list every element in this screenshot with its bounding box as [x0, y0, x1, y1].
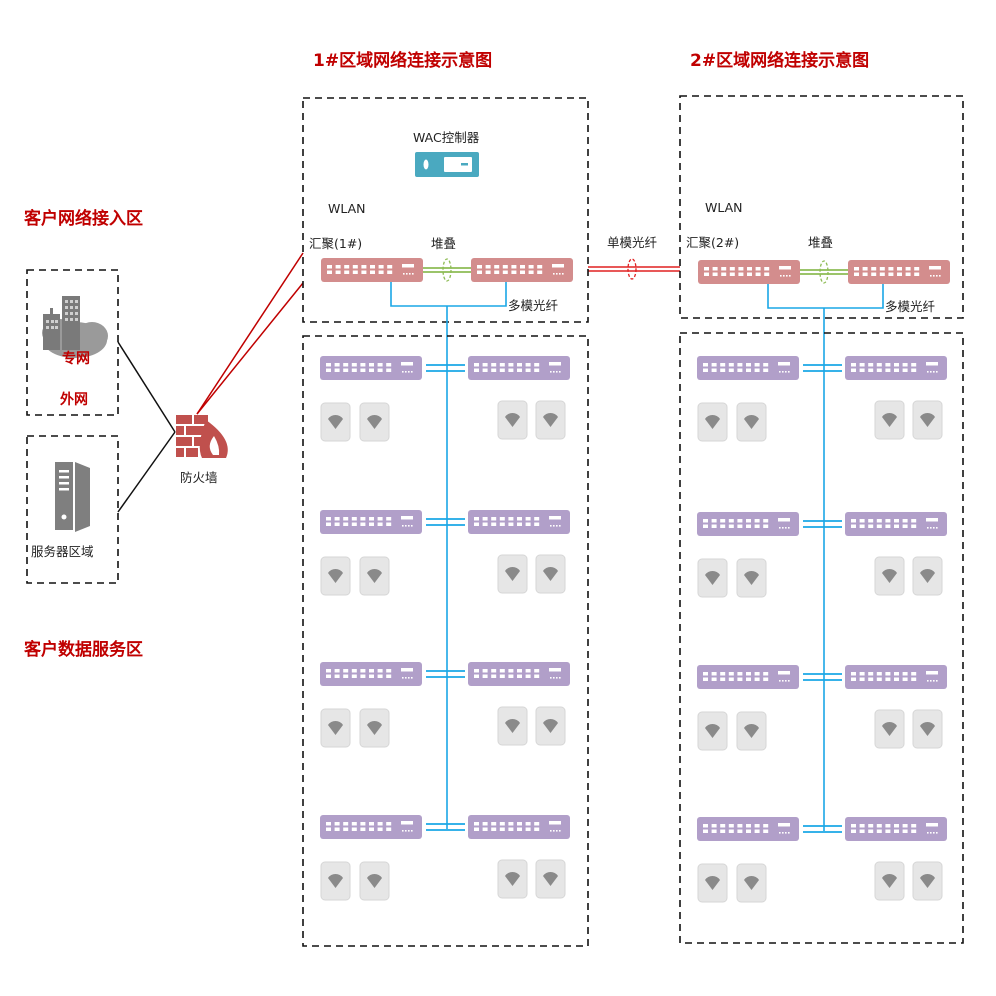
- zone-1-floor-4-uplink: [426, 823, 465, 831]
- zone-1-floor-4-ap-1: [320, 861, 351, 901]
- zone-2-floor-4-uplink: [803, 825, 842, 833]
- zone-1-floor-1-access-switch-1: [320, 356, 422, 380]
- server-icon: [55, 462, 90, 532]
- zone-2-floor-1-ap-4: [912, 400, 943, 440]
- building-cloud-icon: [42, 296, 108, 358]
- zone-2-floor-4-access-switch-2: [845, 817, 947, 841]
- zone-2-floor-3-ap-1: [697, 711, 728, 751]
- zone-1-core-label: 汇聚(1#): [309, 236, 362, 251]
- zone-1-wac-controller-icon: [415, 152, 479, 177]
- zone-2-floor-2-access-switch-2: [845, 512, 947, 536]
- zone-1-floor-2-ap-2: [359, 556, 390, 596]
- zone-2-core-label: 汇聚(2#): [686, 235, 739, 250]
- data-zone-title: 客户数据服务区: [23, 639, 143, 660]
- zone-2-floor-3-uplink: [803, 673, 842, 681]
- zone-2-floor-2-ap-1: [697, 558, 728, 598]
- zone-2-floor-3-access-switch-2: [845, 665, 947, 689]
- zone-2-stack-label: 堆叠: [808, 235, 833, 250]
- zone-1-floor-1-ap-3: [497, 400, 528, 440]
- external-network-box: [26, 269, 119, 416]
- firewall-icon: [176, 415, 228, 458]
- firewall-uplink-1: [196, 252, 304, 415]
- zone-2-floor-2-ap-3: [874, 556, 905, 596]
- zone-1-stack-label: 堆叠: [431, 236, 456, 251]
- zone-2-floor-3-ap-4: [912, 709, 943, 749]
- zone-1-multimode-fiber: [390, 282, 507, 829]
- zone-1-floor-2-access-switch-1: [320, 510, 422, 534]
- zone-1-floor-2-ap-1: [320, 556, 351, 596]
- firewall-uplink-2: [196, 282, 304, 415]
- access-zone-title: 客户网络接入区: [23, 208, 143, 229]
- zone-2-multimode-fiber: [767, 284, 884, 831]
- server-to-firewall-link: [117, 431, 176, 513]
- zone-2-core-switch-2: [848, 260, 950, 284]
- zone-1-floor-4-ap-4: [535, 859, 566, 899]
- zone-1-floor-1-access-switch-2: [468, 356, 570, 380]
- zone-1-floor-2-ap-3: [497, 554, 528, 594]
- zone-1-wac-label: WAC控制器: [413, 130, 480, 145]
- zone-1-floor-1-ap-2: [359, 402, 390, 442]
- zone-2-access-box: [679, 332, 964, 944]
- zone-1-floor-2-ap-4: [535, 554, 566, 594]
- zone-2-floor-2-access-switch-1: [697, 512, 799, 536]
- singlemode-fiber-label: 单模光纤: [607, 235, 658, 250]
- zone-1-floor-3-ap-4: [535, 706, 566, 746]
- zone-2-floor-1-ap-2: [736, 402, 767, 442]
- zone-1-stack-link: [423, 258, 471, 282]
- zone-2-floor-2-ap-4: [912, 556, 943, 596]
- server-area-label: 服务器区域: [31, 544, 94, 559]
- zone-1-floor-4-access-switch-2: [468, 815, 570, 839]
- external-to-firewall-link: [117, 341, 176, 433]
- zone-1-floor-2-uplink: [426, 518, 465, 526]
- zone-2-floor-1-access-switch-2: [845, 356, 947, 380]
- zone-2-floor-4-access-switch-1: [697, 817, 799, 841]
- zone-2-floor-1-ap-3: [874, 400, 905, 440]
- zone-1-floor-1-uplink: [426, 364, 465, 372]
- zone-1-floor-4-ap-3: [497, 859, 528, 899]
- zone-1-floor-3-access-switch-1: [320, 662, 422, 686]
- zone-2-wlan-label: WLAN: [705, 200, 743, 215]
- zone-1-access-box: [302, 335, 589, 947]
- zone-1-floor-1-ap-1: [320, 402, 351, 442]
- zone-2-floor-2-ap-2: [736, 558, 767, 598]
- zone-1-floor-1-ap-4: [535, 400, 566, 440]
- zone-1-floor-3-ap-2: [359, 708, 390, 748]
- firewall-label: 防火墙: [180, 470, 218, 485]
- zone-2-multimode-label: 多模光纤: [885, 299, 936, 314]
- zone-2-floor-4-ap-4: [912, 861, 943, 901]
- zone-1-floor-3-ap-1: [320, 708, 351, 748]
- external-label-private: 专网: [62, 350, 90, 367]
- zone-2-floor-3-ap-2: [736, 711, 767, 751]
- zone-2-floor-1-access-switch-1: [697, 356, 799, 380]
- zone-1-multimode-label: 多模光纤: [508, 298, 559, 313]
- zone-2-floor-1-ap-1: [697, 402, 728, 442]
- zone-1-floor-3-uplink: [426, 670, 465, 678]
- zone-2-stack-link: [800, 260, 848, 284]
- zone-1-floor-4-access-switch-1: [320, 815, 422, 839]
- external-label-public: 外网: [60, 391, 88, 408]
- zone-2-floor-3-ap-3: [874, 709, 905, 749]
- singlemode-fiber-link: [588, 258, 680, 280]
- zone-1-floor-4-ap-2: [359, 861, 390, 901]
- zone-1-title: 1#区域网络连接示意图: [313, 50, 492, 71]
- server-area-box: [26, 435, 119, 584]
- zone-2-floor-4-ap-1: [697, 863, 728, 903]
- zone-1-floor-2-access-switch-2: [468, 510, 570, 534]
- zone-1-floor-3-access-switch-2: [468, 662, 570, 686]
- zone-2-title: 2#区域网络连接示意图: [690, 50, 869, 71]
- zone-2-floor-3-access-switch-1: [697, 665, 799, 689]
- zone-2-core-switch-1: [698, 260, 800, 284]
- zone-1-core-box: [302, 97, 589, 323]
- zone-1-floor-3-ap-3: [497, 706, 528, 746]
- zone-1-core-switch-2: [471, 258, 573, 282]
- zone-1-wlan-label: WLAN: [328, 201, 366, 216]
- zone-1-core-switch-1: [321, 258, 423, 282]
- zone-2-floor-4-ap-3: [874, 861, 905, 901]
- zone-2-floor-4-ap-2: [736, 863, 767, 903]
- zone-2-floor-2-uplink: [803, 520, 842, 528]
- zone-2-floor-1-uplink: [803, 364, 842, 372]
